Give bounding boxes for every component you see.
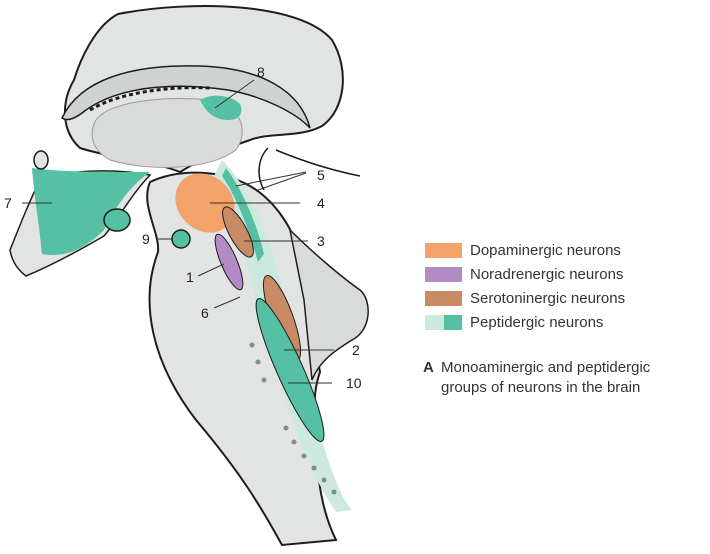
legend-item-serotoninergic: Serotoninergic neurons [425,286,625,310]
label-8: 8 [257,64,265,80]
legend-label: Noradrenergic neurons [470,266,623,283]
legend-item-noradrenergic: Noradrenergic neurons [425,262,625,286]
label-3: 3 [317,233,325,249]
fourth-ventricle-outline [259,148,360,190]
label-7: 7 [4,195,12,211]
legend-swatch [425,291,462,306]
legend-item-peptidergic: Peptidergic neurons [425,310,625,334]
figure-letter: A [423,358,441,378]
legend-swatch [425,243,462,258]
legend-item-dopaminergic: Dopaminergic neurons [425,238,625,262]
label-6: 6 [201,305,209,321]
legend-swatch [425,267,462,282]
leader-5a [236,172,306,186]
legend: Dopaminergic neurons Noradrenergic neuro… [425,238,625,334]
label-4: 4 [317,195,325,211]
label-9: 9 [142,231,150,247]
peptidergic-bulge [104,209,130,231]
optic-chiasm [34,151,48,169]
label-2: 2 [352,342,360,358]
legend-label: Serotoninergic neurons [470,290,625,307]
label-1: 1 [186,269,194,285]
leader-5b [258,173,306,190]
legend-swatch [425,315,462,330]
peptidergic-group-9 [172,230,190,248]
label-5: 5 [317,167,325,183]
caption-line-1: Monoaminergic and peptidergic [441,359,650,376]
label-10: 10 [346,375,362,391]
legend-label: Dopaminergic neurons [470,242,621,259]
caption-line-2: groups of neurons in the brain [423,378,650,398]
legend-label: Peptidergic neurons [470,314,603,331]
